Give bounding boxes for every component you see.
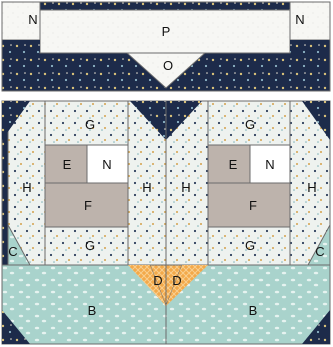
label-e-left: E	[63, 157, 72, 172]
label-d2: D	[172, 273, 181, 288]
label-h4: H	[307, 180, 316, 195]
label-b-left: B	[88, 303, 97, 318]
label-g-tr: G	[245, 117, 255, 132]
label-e-right: E	[229, 157, 238, 172]
label-p: P	[162, 24, 171, 39]
label-o: O	[163, 58, 173, 73]
label-h3: H	[181, 180, 190, 195]
label-g-bl: G	[85, 238, 95, 253]
label-b-right: B	[249, 303, 258, 318]
label-n-right: N	[265, 157, 274, 172]
label-n-left: N	[102, 157, 111, 172]
label-f-right: F	[249, 198, 257, 213]
label-g-br: G	[245, 238, 255, 253]
main-block: G G E N E N H H H H F F C C G G D D B B	[2, 101, 330, 344]
label-d1: D	[153, 273, 162, 288]
label-n-top-left: N	[28, 12, 37, 27]
label-c-left: C	[8, 244, 17, 259]
label-c-right: C	[315, 244, 324, 259]
label-h1: H	[22, 180, 31, 195]
top-strip: N P N O	[2, 2, 330, 91]
label-f-left: F	[84, 198, 92, 213]
label-n-top-right: N	[295, 12, 304, 27]
label-g-tl: G	[85, 117, 95, 132]
label-h2: H	[142, 180, 151, 195]
